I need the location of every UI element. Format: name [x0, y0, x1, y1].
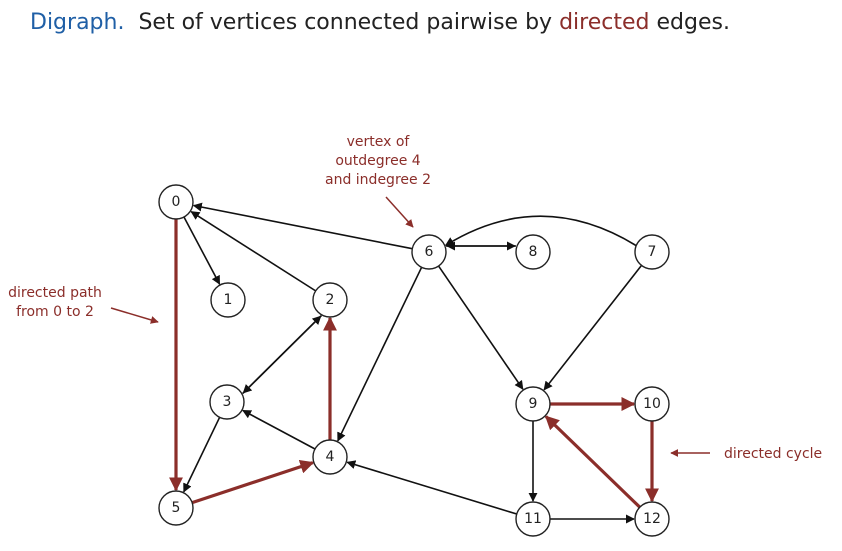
vertex-circle-3 [209, 384, 245, 420]
cycle-annotation: directed cycle [670, 446, 822, 462]
edge-7-9 [543, 264, 643, 391]
edge-4-3 [242, 409, 316, 450]
vertex-label-6: 6 [425, 244, 434, 260]
vertex-circle-2 [312, 282, 348, 318]
title-highlight: directed [559, 10, 650, 35]
title-after: edges. [649, 10, 730, 35]
vertex-label-5: 5 [172, 500, 181, 516]
vertex-circle-1 [210, 282, 246, 318]
vertex-2: 2 [312, 282, 348, 318]
vertex-circle-7 [634, 234, 670, 270]
vertex-label-4: 4 [326, 449, 335, 465]
vertex-label-11: 11 [524, 511, 542, 527]
vertex-label-10: 10 [643, 396, 661, 412]
vertex-0: 0 [158, 184, 194, 220]
vertex-1: 1 [210, 282, 246, 318]
edge-5-4 [191, 459, 315, 505]
vertex-note-line-1: vertex of [347, 134, 411, 150]
vertex-11: 11 [515, 501, 551, 537]
vertex-circle-6 [411, 234, 447, 270]
path-note-pointer [110, 307, 159, 324]
edge-3-5 [183, 416, 221, 493]
vertex-label-2: 2 [326, 292, 335, 308]
vertex-9: 9 [515, 386, 551, 422]
vertex-label-0: 0 [172, 194, 181, 210]
edge-6-0 [192, 202, 413, 250]
vertex-circle-9 [515, 386, 551, 422]
path-note-line-1: directed path [8, 285, 102, 301]
vertex-circle-5 [158, 490, 194, 526]
title-term: Digraph. [30, 10, 125, 35]
vertex-note-line-3: and indegree 2 [325, 172, 431, 188]
edge-6-4 [337, 266, 423, 442]
page-title: Digraph. Set of vertices connected pairw… [30, 10, 730, 35]
vertex-label-8: 8 [529, 244, 538, 260]
vertex-label-12: 12 [643, 511, 661, 527]
edge-12-9 [544, 415, 641, 509]
edges-layer [169, 202, 659, 524]
vertex-7: 7 [634, 234, 670, 270]
vertex-6: 6 [411, 234, 447, 270]
edge-7-6 [444, 215, 637, 247]
edge-3-2 [242, 315, 322, 395]
vertex-annotation: vertex of outdegree 4 and indegree 2 [325, 134, 431, 228]
vertex-5: 5 [158, 490, 194, 526]
vertex-label-9: 9 [529, 396, 538, 412]
vertex-label-1: 1 [224, 292, 233, 308]
vertex-8: 8 [515, 234, 551, 270]
vertex-circle-10 [634, 386, 670, 422]
vertex-4: 4 [312, 439, 348, 475]
edge-6-9 [437, 265, 524, 390]
vertex-10: 10 [634, 386, 670, 422]
edge-0-1 [183, 216, 221, 285]
path-annotation: directed path from 0 to 2 [8, 285, 159, 324]
vertex-circle-11 [515, 501, 551, 537]
path-note-line-2: from 0 to 2 [16, 304, 94, 320]
vertex-circle-8 [515, 234, 551, 270]
vertex-label-7: 7 [648, 244, 657, 260]
vertex-label-3: 3 [223, 394, 232, 410]
vertex-3: 3 [209, 384, 245, 420]
edge-2-0 [190, 210, 317, 292]
cycle-note: directed cycle [724, 446, 822, 462]
vertex-circle-4 [312, 439, 348, 475]
vertex-circle-12 [634, 501, 670, 537]
title-before: Set of vertices connected pairwise by [138, 10, 560, 35]
vertex-12: 12 [634, 501, 670, 537]
vertex-note-line-2: outdegree 4 [335, 153, 420, 169]
vertex-circle-0 [158, 184, 194, 220]
vertex-note-pointer [385, 196, 414, 228]
edge-11-4 [346, 460, 517, 515]
